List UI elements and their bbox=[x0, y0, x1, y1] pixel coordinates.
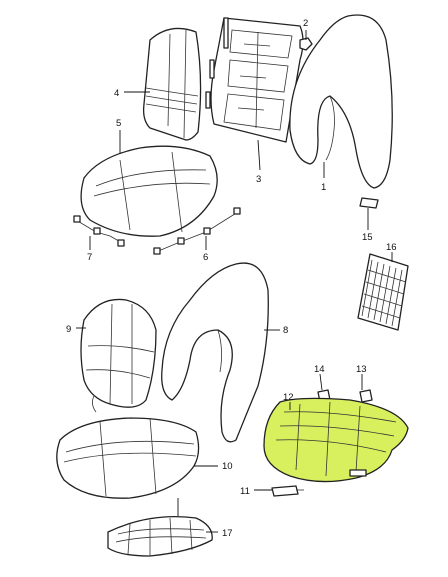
part-1-backrest-shell bbox=[289, 14, 393, 189]
part-11-bracket bbox=[271, 485, 304, 497]
part-7-wire-clip bbox=[73, 215, 125, 247]
part-9-backrest-cover bbox=[80, 298, 157, 413]
part-17-heating-mat bbox=[107, 515, 213, 557]
callout-10: 10 bbox=[222, 461, 233, 472]
part-16-mesh-panel bbox=[357, 253, 409, 331]
callout-13: 13 bbox=[356, 364, 367, 375]
part-4-backrest-cover bbox=[142, 27, 202, 141]
callout-17: 17 bbox=[222, 528, 233, 539]
callout-15: 15 bbox=[362, 232, 373, 243]
callout-1: 1 bbox=[321, 182, 326, 193]
callout-14: 14 bbox=[314, 364, 325, 375]
callout-2: 2 bbox=[303, 18, 308, 29]
part-8-backrest-shell bbox=[161, 262, 269, 443]
callout-16: 16 bbox=[386, 242, 397, 253]
callout-labels: 1 2 3 4 5 6 7 8 9 10 11 12 13 14 15 16 1… bbox=[66, 18, 397, 539]
callout-11: 11 bbox=[240, 486, 250, 497]
part-15-bracket bbox=[359, 197, 379, 209]
callout-6: 6 bbox=[203, 252, 208, 263]
callout-5: 5 bbox=[116, 118, 121, 129]
callout-3: 3 bbox=[256, 174, 261, 185]
callout-9: 9 bbox=[66, 324, 71, 335]
part-6-wire-clip bbox=[153, 207, 241, 255]
part-10-seat-cushion-cover bbox=[56, 417, 200, 499]
callout-4: 4 bbox=[114, 88, 119, 99]
part-3-backrest-frame bbox=[205, 17, 304, 143]
callout-8: 8 bbox=[283, 325, 288, 336]
part-12-seat-cushion bbox=[263, 397, 409, 483]
callout-12: 12 bbox=[283, 392, 294, 403]
leader-lines bbox=[76, 30, 393, 533]
part-2-clip bbox=[299, 37, 313, 51]
part-13-clip bbox=[359, 389, 373, 403]
callout-7: 7 bbox=[87, 252, 92, 263]
part-5-seat-cushion-cover bbox=[80, 145, 218, 237]
